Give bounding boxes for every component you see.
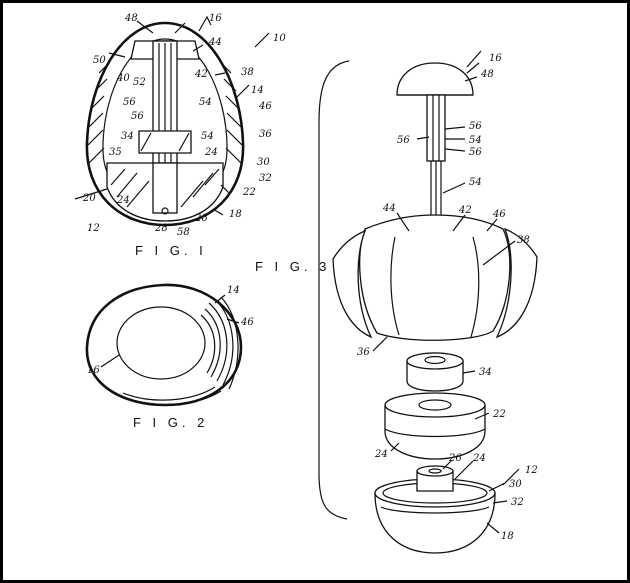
fig1-label: 24 xyxy=(204,147,218,158)
fig2-label: 14 xyxy=(227,285,240,296)
fig1-label: 52 xyxy=(133,77,146,88)
fig1-label: 35 xyxy=(109,147,122,158)
fig2-label: 46 xyxy=(240,317,254,328)
fig3-label: 18 xyxy=(501,531,514,542)
fig1-label: 38 xyxy=(241,67,254,78)
fig1-leaders xyxy=(74,20,230,216)
fig1-label: 16 xyxy=(209,13,222,24)
fig1-label: 28 xyxy=(154,223,168,234)
fig3-cup xyxy=(374,465,496,554)
fig3-label: 30 xyxy=(509,479,522,490)
fig3-base xyxy=(384,392,486,460)
fig3-cap xyxy=(396,62,474,225)
fig1-labels: 48 16 44 10 50 40 52 42 38 14 56 56 54 4… xyxy=(82,13,286,238)
fig2-leaders xyxy=(100,294,240,368)
fig1-label: 36 xyxy=(259,129,272,140)
fig1-label: 18 xyxy=(229,209,242,220)
fig3-label: 38 xyxy=(517,235,530,246)
fig3-label: 42 xyxy=(458,205,472,216)
fig3-label: 54 xyxy=(469,135,482,146)
fig3-bracket xyxy=(318,60,350,520)
fig1-label: 42 xyxy=(194,69,208,80)
fig3-shell xyxy=(332,214,538,341)
fig3-label: 44 xyxy=(382,203,396,214)
fig2-drawing xyxy=(85,283,243,407)
fig3-label: 56 xyxy=(469,121,482,132)
fig3-label: 34 xyxy=(479,367,492,378)
fig1-drawing xyxy=(85,21,245,227)
fig3-label: 12 xyxy=(525,465,538,476)
fig1-label: 44 xyxy=(208,37,222,48)
fig3-label: 56 xyxy=(397,135,410,146)
fig3-leaders xyxy=(372,62,516,534)
fig3-label: 36 xyxy=(357,347,370,358)
fig3-label: 26 xyxy=(448,453,462,464)
fig3-label: 24 xyxy=(374,449,388,460)
fig1-label: 12 xyxy=(87,223,100,234)
fig1-caption: F I G. I xyxy=(135,243,207,258)
fig3-label: 32 xyxy=(511,497,524,508)
fig1-label: 56 xyxy=(131,111,144,122)
fig1-label: 58 xyxy=(177,227,190,238)
fig1-label: 54 xyxy=(199,97,212,108)
fig3-label: 22 xyxy=(492,409,506,420)
fig2-labels: 14 46 16 xyxy=(87,285,254,376)
fig1-label: 56 xyxy=(123,97,136,108)
fig3-label: 48 xyxy=(480,69,494,80)
fig1-label: 48 xyxy=(124,13,138,24)
fig1-label: 24 xyxy=(116,195,130,206)
fig1-label: 46 xyxy=(258,101,272,112)
fig1-label: 14 xyxy=(251,85,264,96)
fig1-label: 10 xyxy=(273,33,286,44)
fig3-caption: F I G. 3 xyxy=(255,259,330,274)
fig1-label: 26 xyxy=(194,213,208,224)
fig1-label: 32 xyxy=(259,173,272,184)
fig3-label: 16 xyxy=(489,53,502,64)
fig1-label: 50 xyxy=(93,55,106,66)
fig1-label: 20 xyxy=(82,193,96,204)
fig3-label: 54 xyxy=(469,177,482,188)
fig3-label: 24 xyxy=(472,453,486,464)
arrow-marks xyxy=(198,15,520,486)
fig3-labels: 16 48 56 56 54 56 54 44 42 46 38 36 34 2… xyxy=(357,53,538,542)
fig1-label: 30 xyxy=(257,157,270,168)
fig1-label: 40 xyxy=(116,73,130,84)
fig1-label: 34 xyxy=(121,131,134,142)
fig2-label: 16 xyxy=(87,365,100,376)
fig1-label: 22 xyxy=(242,187,256,198)
fig1-label: 54 xyxy=(201,131,214,142)
fig3-label: 46 xyxy=(492,209,506,220)
patent-drawing-sheet: 48 16 44 10 50 40 52 42 38 14 56 56 54 4… xyxy=(3,3,627,580)
patent-drawing: 48 16 44 10 50 40 52 42 38 14 56 56 54 4… xyxy=(74,13,538,554)
fig2-caption: F I G. 2 xyxy=(133,415,208,430)
fig3-ring xyxy=(406,352,464,392)
fig3-label: 56 xyxy=(469,147,482,158)
